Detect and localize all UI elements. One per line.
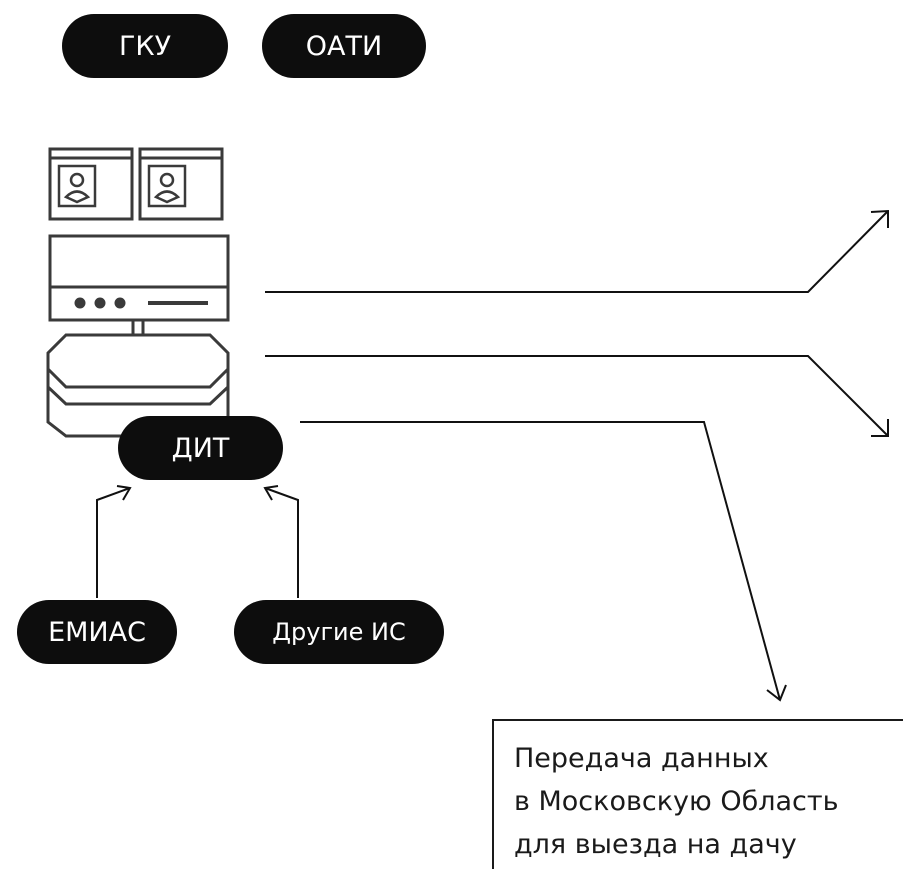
node-oati-label: ОАТИ xyxy=(305,30,383,62)
node-other-systems: Другие ИС xyxy=(234,600,444,664)
note-line: Передача данных xyxy=(514,743,769,774)
node-gku-label: ГКУ xyxy=(118,30,172,62)
arrowhead-upper xyxy=(870,209,889,228)
connector-middle xyxy=(265,355,889,437)
arrowhead-lower xyxy=(766,684,787,702)
connectors xyxy=(96,209,889,702)
arrowhead-other xyxy=(263,485,279,501)
arrowhead-emias xyxy=(116,485,132,501)
node-emias-label: ЕМИАС xyxy=(48,616,146,648)
note-line: в Московскую Область xyxy=(514,786,839,817)
profile-card-icon xyxy=(138,147,224,221)
node-gku: ГКУ xyxy=(62,14,228,78)
note-line: для выезда на дачу xyxy=(514,829,797,860)
node-emias: ЕМИАС xyxy=(17,600,177,664)
arrowhead-middle xyxy=(871,419,889,437)
node-dit-label: ДИТ xyxy=(171,432,230,464)
node-oati: ОАТИ xyxy=(262,14,426,78)
data-transfer-note: Передача данных в Московскую Область для… xyxy=(492,719,903,869)
server-icon xyxy=(48,234,230,335)
connector-emias xyxy=(96,487,131,598)
node-dit: ДИТ xyxy=(118,416,283,480)
connector-other xyxy=(264,487,299,598)
node-other-systems-label: Другие ИС xyxy=(272,618,406,646)
connector-upper xyxy=(265,210,889,293)
connector-lower xyxy=(300,421,781,701)
profile-card-icon xyxy=(48,147,134,221)
